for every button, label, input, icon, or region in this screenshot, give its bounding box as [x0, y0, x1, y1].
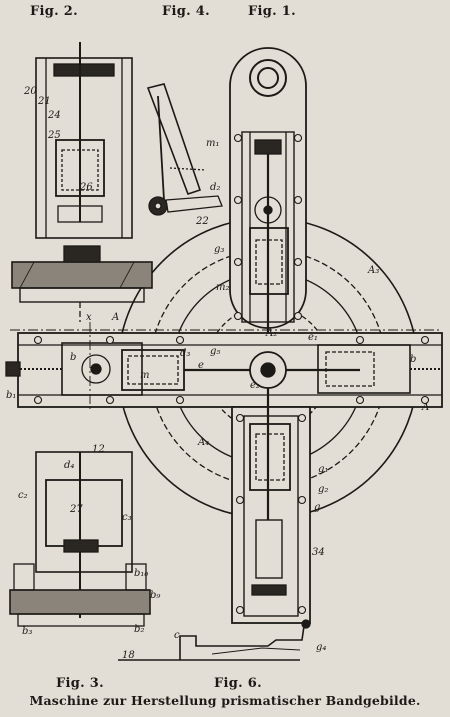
- label-e1: e₁: [308, 332, 318, 343]
- fig3-drawing: [9, 451, 151, 627]
- left-gear-hub: [90, 363, 102, 375]
- lower-spindle-foot: [255, 519, 283, 579]
- drawing-labels: A₃ A₄ A₂ A A b b b₁ b₉ b₁₀ b₂ b₃ c₂ c₃ c…: [6, 86, 429, 661]
- label-b2: b₂: [134, 624, 144, 635]
- label-b3: b₃: [22, 626, 32, 637]
- fig2-collar: [57, 205, 103, 223]
- label-g4: g₄: [316, 642, 326, 653]
- label-34: 34: [312, 547, 325, 558]
- fig2-nut: [63, 245, 101, 263]
- left-bobbin-core: [127, 355, 179, 385]
- fig3-foot: [17, 613, 145, 627]
- fig2-top-cap: [53, 63, 115, 77]
- upper-arm-gear: [254, 196, 282, 224]
- fig6-drawing: [118, 619, 311, 661]
- label-a-left: A: [111, 312, 119, 323]
- label-x: x: [86, 312, 92, 323]
- fig2-title: Fig. 2.: [30, 4, 78, 19]
- fig3-title: Fig. 3.: [56, 676, 104, 691]
- label-m: m: [140, 370, 149, 381]
- fig4-arm: [165, 195, 223, 213]
- label-c: c: [174, 630, 180, 641]
- label-b10: b₁₀: [134, 568, 148, 579]
- lower-bobbin-housing: [249, 423, 291, 491]
- label-27: 27: [69, 504, 83, 515]
- fig2-bobbin: [55, 139, 105, 197]
- label-b9: b₉: [150, 590, 160, 601]
- label-d3: d₃: [180, 348, 190, 359]
- lower-bobbin: [255, 433, 285, 481]
- hanger-ring-inner: [257, 67, 279, 89]
- lower-arm-clamp: [251, 584, 287, 596]
- fig4-lever: [146, 83, 202, 196]
- center-hub-inner: [260, 362, 276, 378]
- fig6-title: Fig. 6.: [214, 676, 262, 691]
- fig1-bolts: [33, 133, 430, 615]
- fig3-bracket: [63, 539, 99, 553]
- label-a2: A₂: [265, 328, 277, 339]
- label-24: 24: [47, 110, 61, 121]
- fig4-drawing: [146, 83, 223, 216]
- lower-arm-slide: [243, 415, 299, 617]
- label-m2: m₂: [216, 282, 230, 293]
- fig2-base-block: [11, 261, 153, 289]
- drawing-caption: Maschine zur Herstellung prismatischer B…: [29, 693, 421, 708]
- fig1-title: Fig. 1.: [248, 4, 296, 19]
- fig3-bobbin: [45, 479, 123, 547]
- label-m1: m₁: [206, 138, 220, 149]
- fig4-roller-hub: [154, 202, 162, 210]
- label-18: 18: [122, 650, 135, 661]
- label-d2: d₂: [210, 182, 220, 193]
- left-screw-knob: [5, 361, 21, 377]
- label-a4: A₄: [197, 437, 209, 448]
- upper-arm-gear-hub: [263, 205, 273, 215]
- fig6-profile: [179, 625, 305, 660]
- label-a-right: A: [421, 402, 429, 413]
- label-d4: d₄: [64, 460, 74, 471]
- label-g5: g₅: [210, 346, 220, 357]
- label-20: 20: [23, 86, 37, 97]
- left-gear: [81, 354, 111, 384]
- fig4-rod: [157, 95, 165, 201]
- label-e2: e₂: [250, 380, 260, 391]
- fig3-base-block: [9, 589, 151, 615]
- label-c3: c₃: [122, 512, 132, 523]
- upper-bobbin: [255, 239, 283, 285]
- label-e: e: [198, 360, 204, 371]
- label-g3: g₃: [214, 244, 224, 255]
- right-bobbin: [325, 351, 375, 387]
- label-a3: A₃: [367, 265, 379, 276]
- label-b: b: [70, 352, 76, 363]
- fig2-frame: [35, 57, 133, 239]
- label-b-right: b: [410, 354, 416, 365]
- label-g2: g₂: [318, 484, 328, 495]
- fig2-bobbin-core: [61, 149, 99, 191]
- label-22: 22: [195, 216, 209, 227]
- label-c2: c₂: [18, 490, 28, 501]
- hanger-ring-outer: [249, 59, 287, 97]
- fig6-spring: [211, 647, 301, 655]
- label-b1: b₁: [6, 390, 16, 401]
- fig4-title: Fig. 4.: [162, 4, 210, 19]
- fig3-frame: [35, 451, 133, 573]
- fig2-foot: [19, 287, 145, 303]
- label-26: 26: [79, 182, 93, 193]
- label-12: 12: [92, 444, 105, 455]
- upper-spindle-head: [254, 139, 282, 155]
- fig1-drawing: [5, 47, 443, 624]
- fig3-side-left: [13, 563, 35, 591]
- label-25: 25: [47, 130, 61, 141]
- fig6-pin: [301, 619, 311, 629]
- upper-bobbin-housing: [249, 227, 289, 295]
- label-g: g: [314, 502, 320, 513]
- label-21: 21: [37, 96, 51, 107]
- fig2-base-hatch-2: [119, 261, 135, 289]
- label-g1: g₁: [318, 464, 328, 475]
- fig2-base-hatch-1: [19, 261, 35, 289]
- fig2-drawing: [11, 42, 153, 322]
- fig3-side-right: [125, 563, 147, 591]
